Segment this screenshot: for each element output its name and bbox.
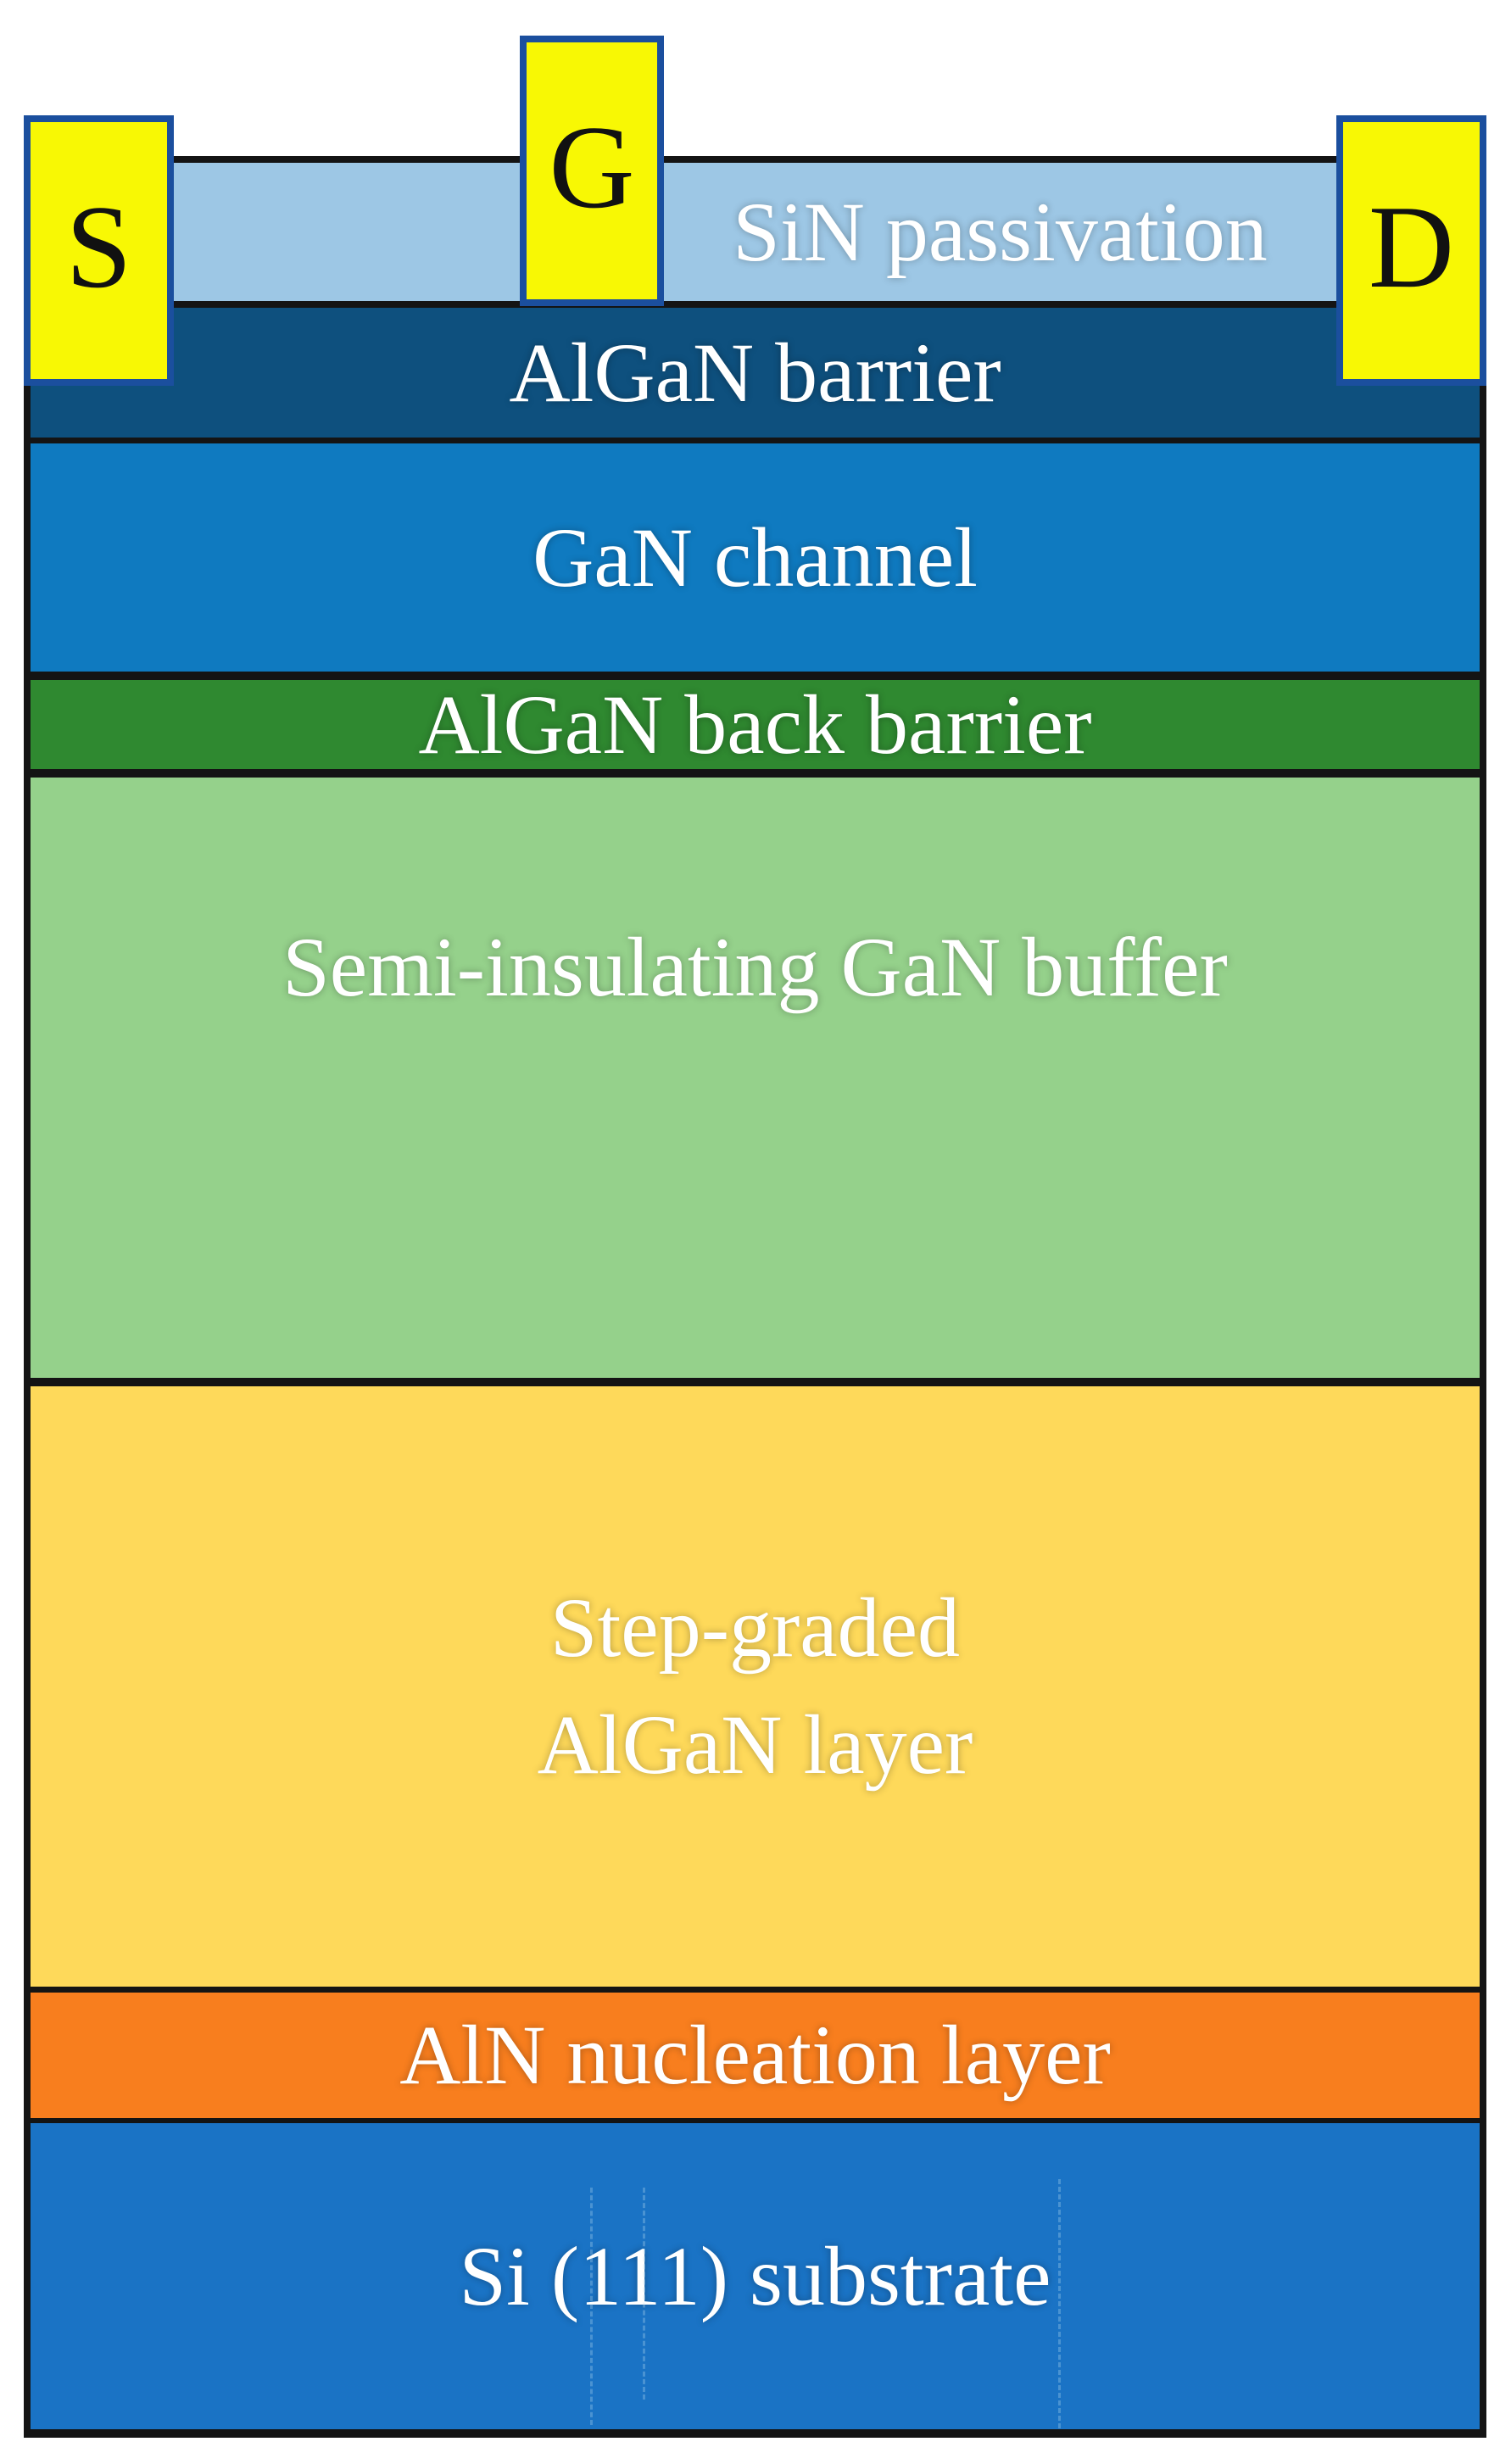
layer-label-aln-nucleation: AlN nucleation layer [399, 2008, 1111, 2102]
layer-sin-passivation: SiN passivation [174, 156, 1336, 308]
layer-semi-insulating-gan-buffer: Semi-insulating GaN buffer [31, 778, 1480, 1378]
faint-dashed-artifact [1058, 2179, 1061, 2428]
layer-algan-barrier: AlGaN barrier [31, 308, 1480, 438]
layer-label-si-substrate: Si (111) substrate [459, 2228, 1051, 2323]
layer-gan-channel: GaN channel [31, 443, 1480, 672]
layer-stack: AlGaN barrier GaN channel AlGaN back bar… [24, 308, 1486, 2438]
layer-algan-back-barrier: AlGaN back barrier [31, 680, 1480, 769]
layer-step-graded-algan: Step-graded AlGaN layer [31, 1386, 1480, 1987]
step-graded-line-1: Step-graded [549, 1580, 961, 1675]
source-contact: S [24, 115, 174, 386]
layer-label-sin-passivation: SiN passivation [733, 184, 1268, 279]
layer-label-algan-back-barrier: AlGaN back barrier [418, 677, 1092, 772]
step-graded-line-2: AlGaN layer [537, 1697, 973, 1792]
drain-contact-label: D [1368, 181, 1455, 313]
layer-label-gan-buffer: Semi-insulating GaN buffer [282, 920, 1228, 1014]
layer-label-gan-channel: GaN channel [532, 510, 978, 605]
layer-label-algan-barrier: AlGaN barrier [509, 325, 1001, 420]
faint-dashed-artifact [643, 2188, 645, 2400]
drain-contact: D [1336, 115, 1486, 386]
sin-passivation-label-zone: SiN passivation [664, 163, 1336, 301]
sin-passivation-fill [174, 163, 1336, 301]
faint-dashed-artifact [590, 2188, 593, 2425]
source-contact-label: S [65, 181, 132, 313]
layer-label-step-graded: Step-graded AlGaN layer [538, 1569, 973, 1803]
gate-contact: G [520, 36, 664, 306]
layer-si-substrate: Si (111) substrate [31, 2123, 1480, 2429]
layer-aln-nucleation: AlN nucleation layer [31, 1993, 1480, 2118]
gate-contact-label: G [549, 101, 635, 233]
